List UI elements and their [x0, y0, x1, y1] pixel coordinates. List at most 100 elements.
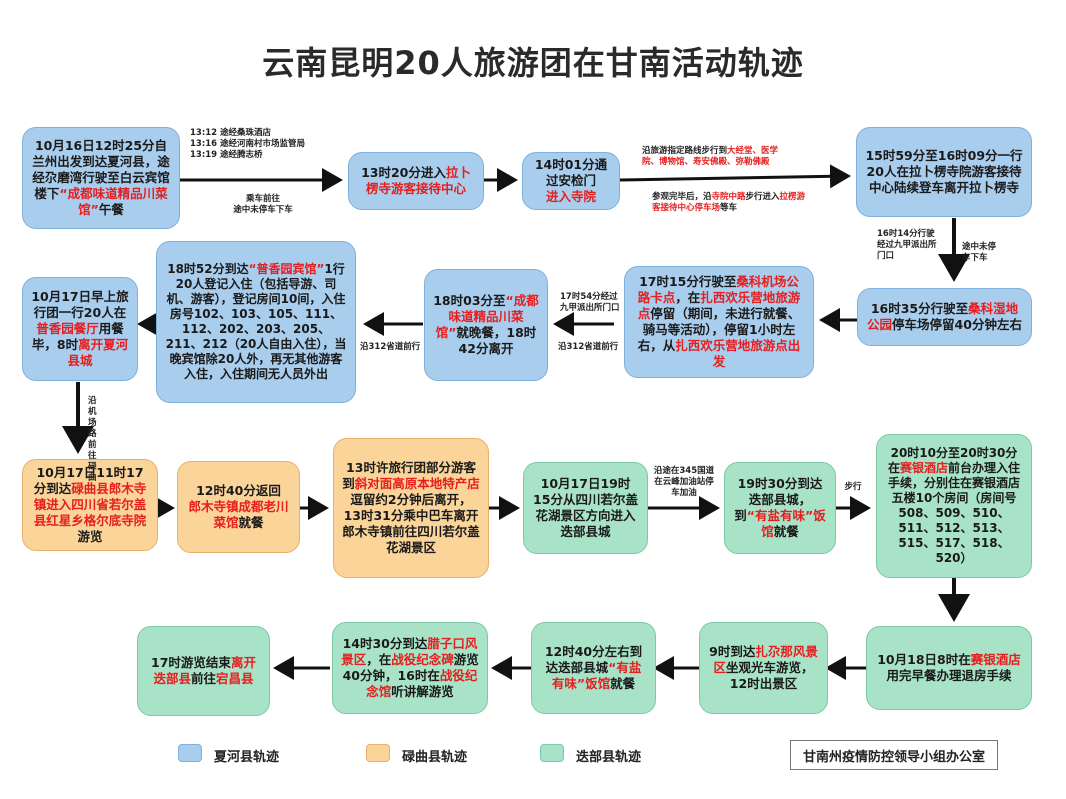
step-18-place: “有盐有味”饭馆: [551, 660, 642, 691]
step-02-place: 拉卜楞寺游客接待中心: [365, 165, 471, 196]
step-09-place: 普香园餐厅: [36, 321, 99, 336]
note-route-6b: 沿312省道前行: [558, 342, 622, 353]
step-07-place: “成都味道精品川菜馆”: [435, 293, 539, 340]
step-16-text: 10月18日8时在: [877, 652, 971, 667]
step-15-place: 赛银酒店: [899, 461, 948, 475]
note-3e: 步行进入: [745, 192, 780, 202]
note-route-9: 沿机场路前往碌曲: [88, 396, 104, 484]
step-08-text-end: 1行20人登记入住（包括导游、司机、游客），登记房间10间，入住房号102、10…: [165, 262, 347, 381]
step-07-text-end: 就晚餐，18时42分离开: [456, 325, 537, 356]
step-12-box: 13时许旅行团部分游客到斜对面高原本地特产店逗留约2分钟后离开，13时31分乘中…: [333, 438, 489, 578]
step-14-place: “有盐有味”饭馆: [746, 508, 826, 539]
step-18-text-end: 就餐: [610, 676, 636, 691]
step-04-box: 15时59分至16时09分一行20人在拉卜楞寺院游客接待中心陆续登车离开拉卜楞寺: [856, 127, 1032, 217]
step-05-text: 16时35分行驶至: [870, 301, 969, 316]
note-3c: 参观完毕后，沿: [652, 192, 712, 202]
step-17-text: 9时到达: [709, 644, 756, 659]
step-01-box: 10月16日12时25分自兰州出发到达夏河县，途经尕磨湾行驶至白云宾馆楼下“成都…: [22, 127, 180, 229]
step-05-text-end: 停车场停留40分钟左右: [892, 317, 1022, 332]
step-01-text: 10月16日12时25分自兰州出发到达夏河县，途经尕磨湾行驶至白云宾馆楼下: [32, 138, 170, 201]
step-11-box: 12时40分返回郎木寺镇成都老川菜馆就餐: [177, 461, 300, 553]
step-18-text: 12时40分左右到达迭部县城: [544, 644, 643, 675]
step-16-place: 赛银酒店: [970, 652, 1021, 667]
note-route-1: 13:12 途经桑珠酒店 13:16 途经河南村市场监管局 13:19 途经腾志…: [190, 128, 340, 161]
step-08-text: 18时52分到达: [167, 262, 249, 276]
legend-label-diebu: 迭部县轨迹: [576, 750, 642, 765]
step-19-text-3: 游览40分钟，16时在: [342, 652, 479, 683]
step-09-text-mid: 用餐毕，8时: [31, 321, 124, 352]
step-17-text-end: 坐观光车游览，12时出景区: [726, 660, 814, 691]
note-route-4: 16时14分行驶经过九甲派出所门口: [877, 229, 939, 262]
page-title: 云南昆明20人旅游团在甘南活动轨迹: [262, 44, 804, 82]
legend-label-xiahe: 夏河县轨迹: [214, 750, 280, 765]
step-19-place-3: 战役纪念馆: [366, 668, 478, 699]
legend-swatch-xiahe: [178, 744, 202, 762]
step-09-box: 10月17日早上旅行团一行20人在普香园餐厅用餐毕，8时离开夏河县城: [22, 277, 138, 381]
step-02-text: 13时20分进入: [361, 165, 446, 180]
step-06-text-2: ，在: [675, 290, 701, 305]
step-03-text: 14时01分通过安检门: [534, 157, 608, 188]
note-3b: 大经堂、医学院、博物馆、寿安佛殿、弥勒佛殿: [642, 146, 779, 167]
step-08-place: “普香园宾馆”: [248, 262, 325, 276]
step-20-box: 17时游览结束离开迭部县前往宕昌县: [137, 626, 270, 716]
note-3a: 沿旅游指定路线步行到: [642, 146, 728, 156]
step-08-box: 18时52分到达“普香园宾馆”1行20人登记入住（包括导游、司机、游客），登记房…: [156, 241, 356, 403]
step-19-text-end: 听讲解游览: [391, 684, 454, 699]
note-route-4b: 途中未停车下车: [962, 242, 1004, 264]
step-10-text-end: 游览: [77, 529, 103, 544]
step-12-place: 斜对面高原本地特产店: [354, 476, 480, 491]
step-01-text-end: 午餐: [98, 202, 124, 217]
step-20-place-2: 宕昌县: [216, 671, 254, 686]
step-20-place: 离开迭部县: [153, 655, 256, 686]
step-14-box: 19时30分到达迭部县城，到“有盐有味”饭馆就餐: [724, 462, 836, 554]
step-20-text-mid: 前往: [190, 671, 216, 686]
note-1d: 乘车前往: [245, 194, 280, 204]
step-05-place: 桑科湿地公园: [867, 301, 1019, 332]
step-12-text-end: 逗留约2分钟后离开，13时31分乘中巴车离开郎木寺镇前往四川若尔盖花湖景区: [342, 492, 480, 555]
step-07-text: 18时03分至: [433, 293, 506, 308]
step-13-text: 10月17日19时15分从四川若尔盖花湖景区方向进入迭部县城: [533, 476, 638, 539]
step-03-box: 14时01分通过安检门进入寺院: [522, 152, 620, 210]
step-16-text-end: 用完早餐办理退房手续: [886, 668, 1012, 683]
step-09-place-2: 离开夏河县城: [67, 337, 129, 368]
step-10-place: 碌曲县郎木寺镇进入四川省若尔盖县红星乡格尔底寺院: [33, 481, 147, 528]
step-17-place: 扎尕那风景区: [713, 644, 818, 675]
note-route-3b: 参观完毕后，沿寺院中路步行进入拉楞游客接待中心停车场等车: [652, 192, 812, 214]
note-route-14: 步行: [838, 482, 868, 493]
step-15-box: 20时10分至20时30分在赛银酒店前台办理入住手续，分别住在赛银酒店五楼10个…: [876, 434, 1032, 578]
note-13a: 沿途在345国道在云峰加油站停车加油: [653, 466, 715, 498]
note-1e: 途中未停车下车: [233, 205, 293, 215]
step-06-text-3: 停留（期间，未进行就餐、骑马等活动），停留1小时左右，从: [637, 306, 801, 353]
note-route-6: 17时54分经过九甲派出所门口: [560, 292, 622, 314]
note-1c: 13:19 途经腾志桥: [190, 150, 263, 160]
note-6a: 17时54分经过九甲派出所门口: [560, 292, 620, 313]
step-06-place-3: 扎西欢乐营地旅游点出发: [675, 338, 801, 369]
step-19-place-2: 战役纪念碑: [391, 652, 454, 667]
step-16-box: 10月18日8时在赛银酒店用完早餐办理退房手续: [866, 626, 1032, 710]
step-19-text-2: ，在: [366, 652, 392, 667]
note-1a: 13:12 途经桑珠酒店: [190, 128, 272, 138]
note-3f: 拉楞游客接待中心停车场: [652, 192, 806, 213]
step-11-place: 郎木寺镇成都老川菜馆: [188, 499, 289, 530]
step-10-box: 10月17日11时17分到达碌曲县郎木寺镇进入四川省若尔盖县红星乡格尔底寺院游览: [22, 459, 158, 551]
legend-label-luqu: 碌曲县轨迹: [402, 750, 468, 765]
step-15-text-end: 前台办理入住手续，分别住在赛银酒店五楼10个房间（房间号508、509、510、…: [887, 461, 1021, 565]
legend-swatch-luqu: [366, 744, 390, 762]
step-05-box: 16时35分行驶至桑科湿地公园停车场停留40分钟左右: [857, 288, 1032, 346]
step-03-place: 进入寺院: [545, 189, 596, 204]
note-9a: 沿机场路前往碌曲: [88, 396, 97, 483]
step-19-place: 腊子口风景区: [341, 636, 478, 667]
note-3d: 寺院中路: [711, 192, 746, 202]
step-20-text: 17时游览结束: [151, 655, 231, 670]
step-06-place: 桑科机场公路卡点: [637, 274, 799, 305]
note-14a: 步行: [844, 482, 862, 492]
step-11-text: 12时40分返回: [196, 483, 281, 498]
step-09-text: 10月17日早上旅行团一行20人在: [31, 289, 129, 320]
arrow-3-4: [619, 164, 851, 189]
step-14-text-end: 就餐: [773, 524, 799, 539]
step-17-box: 9时到达扎尕那风景区坐观光车游览，12时出景区: [699, 622, 828, 714]
step-14-text: 19时30分到达迭部县城，到: [734, 476, 823, 523]
step-10-text: 10月17日11时17分到达: [33, 465, 144, 496]
note-4b: 途中未停车下车: [962, 242, 997, 263]
